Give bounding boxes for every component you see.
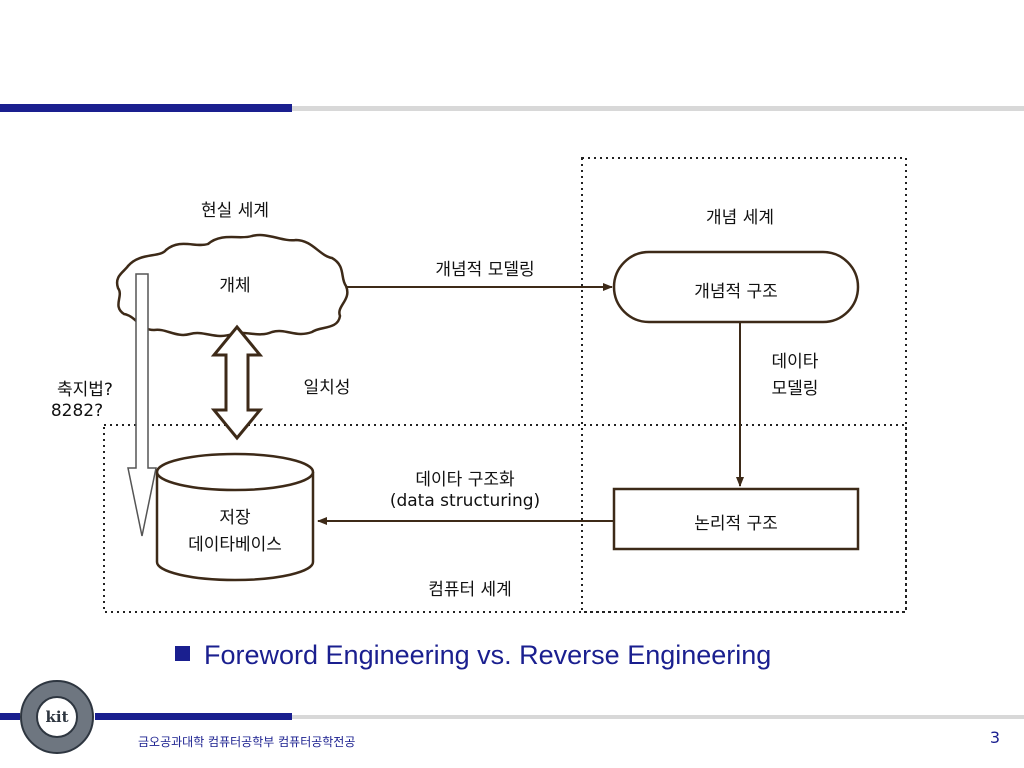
entity-label: 개체 xyxy=(219,276,251,296)
footer-divider xyxy=(292,715,1024,719)
bullet-square-icon xyxy=(175,646,190,661)
university-logo-icon: kit xyxy=(20,680,94,754)
database-label-line2: 데이타베이스 xyxy=(188,535,282,555)
computer-world-region xyxy=(103,424,907,613)
footer-accent-bar-left xyxy=(0,713,20,720)
header-divider xyxy=(292,106,1024,111)
reverse-label-line2: 8282? xyxy=(50,401,104,421)
conceptual-structure-label: 개념적 구조 xyxy=(694,282,778,302)
logo-text: kit xyxy=(45,708,69,726)
footer-department: 금오공과대학 컴퓨터공학부 컴퓨터공학전공 xyxy=(138,735,356,749)
bullet-point: Foreword Engineering vs. Reverse Enginee… xyxy=(175,640,771,671)
consistency-double-arrow xyxy=(210,324,264,441)
reverse-engineering-arrow xyxy=(127,273,157,537)
computer-world-label: 컴퓨터 세계 xyxy=(428,580,512,600)
logical-structure-shape xyxy=(612,487,860,551)
concept-world-label: 개념 세계 xyxy=(706,208,774,228)
data-modeling-label-line2: 모델링 xyxy=(771,379,819,399)
data-modeling-label-line1: 데이타 xyxy=(771,352,819,372)
database-cylinder-top xyxy=(155,452,315,492)
header-accent-bar xyxy=(0,104,292,112)
logical-structure-label: 논리적 구조 xyxy=(694,514,778,534)
data-structuring-label-line2: (data structuring) xyxy=(389,491,541,511)
conceptual-structure-shape xyxy=(612,250,860,324)
real-world-label: 현실 세계 xyxy=(201,201,269,221)
conceptual-modeling-label: 개념적 모델링 xyxy=(435,260,535,280)
reverse-label-line1: 축지법? xyxy=(57,380,113,400)
consistency-label: 일치성 xyxy=(303,378,351,398)
footer-accent-bar xyxy=(95,713,292,720)
logo-center: kit xyxy=(36,696,78,738)
bullet-text: Foreword Engineering vs. Reverse Enginee… xyxy=(204,640,772,670)
data-structuring-label-line1: 데이타 구조화 xyxy=(415,470,515,490)
page-number: 3 xyxy=(989,728,1000,747)
database-cylinder xyxy=(155,472,315,582)
database-label-line1: 저장 xyxy=(219,508,251,528)
concept-world-region xyxy=(581,157,907,613)
